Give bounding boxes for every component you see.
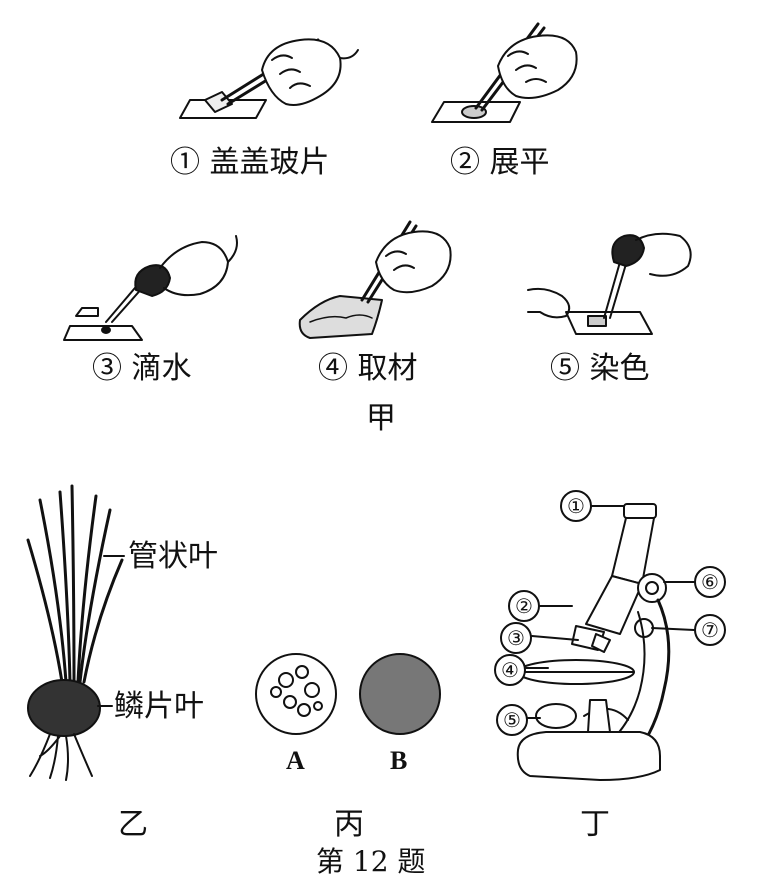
microscope-marker-3: ③ [500,622,532,654]
step-take-material-label: ④ 取材 [318,351,418,386]
view-b-label: B [390,746,408,775]
onion-illustration [26,484,125,781]
step-stain-label: ⑤ 染色 [550,351,650,386]
step-flatten-illustration [431,22,578,123]
microscope-marker-5: ⑤ [496,704,528,736]
step-take-material-illustration [298,220,452,339]
step-cover-slip-illustration [179,38,359,119]
figure-yi-caption: 乙 [118,807,148,842]
microscope-view-b [359,653,441,735]
view-a-label: A [286,746,305,775]
microscope-marker-7: ⑦ [694,614,726,646]
step-drip-water-label: ③ 滴水 [92,351,192,386]
tubular-leaf-label: 管状叶 [128,539,218,574]
microscope-illustration [516,503,695,781]
microscope-marker-4: ④ [494,654,526,686]
step-drip-water-illustration [63,235,238,341]
microscope-view-a [255,653,337,735]
figure-jia-caption: 甲 [366,401,396,436]
step-flatten-label: ② 展平 [450,145,550,180]
question-number: 第 12 题 [316,845,426,878]
microscope-marker-6: ⑥ [694,566,726,598]
microscope-marker-1: ① [560,490,592,522]
step-stain-illustration [527,232,692,335]
figure-bing-caption: 丙 [334,807,364,842]
scale-leaf-label: 鳞片叶 [114,689,204,724]
step-cover-slip-label: ① 盖盖玻片 [170,145,330,180]
figure-ding-caption: 丁 [580,807,610,842]
microscope-marker-2: ② [508,590,540,622]
